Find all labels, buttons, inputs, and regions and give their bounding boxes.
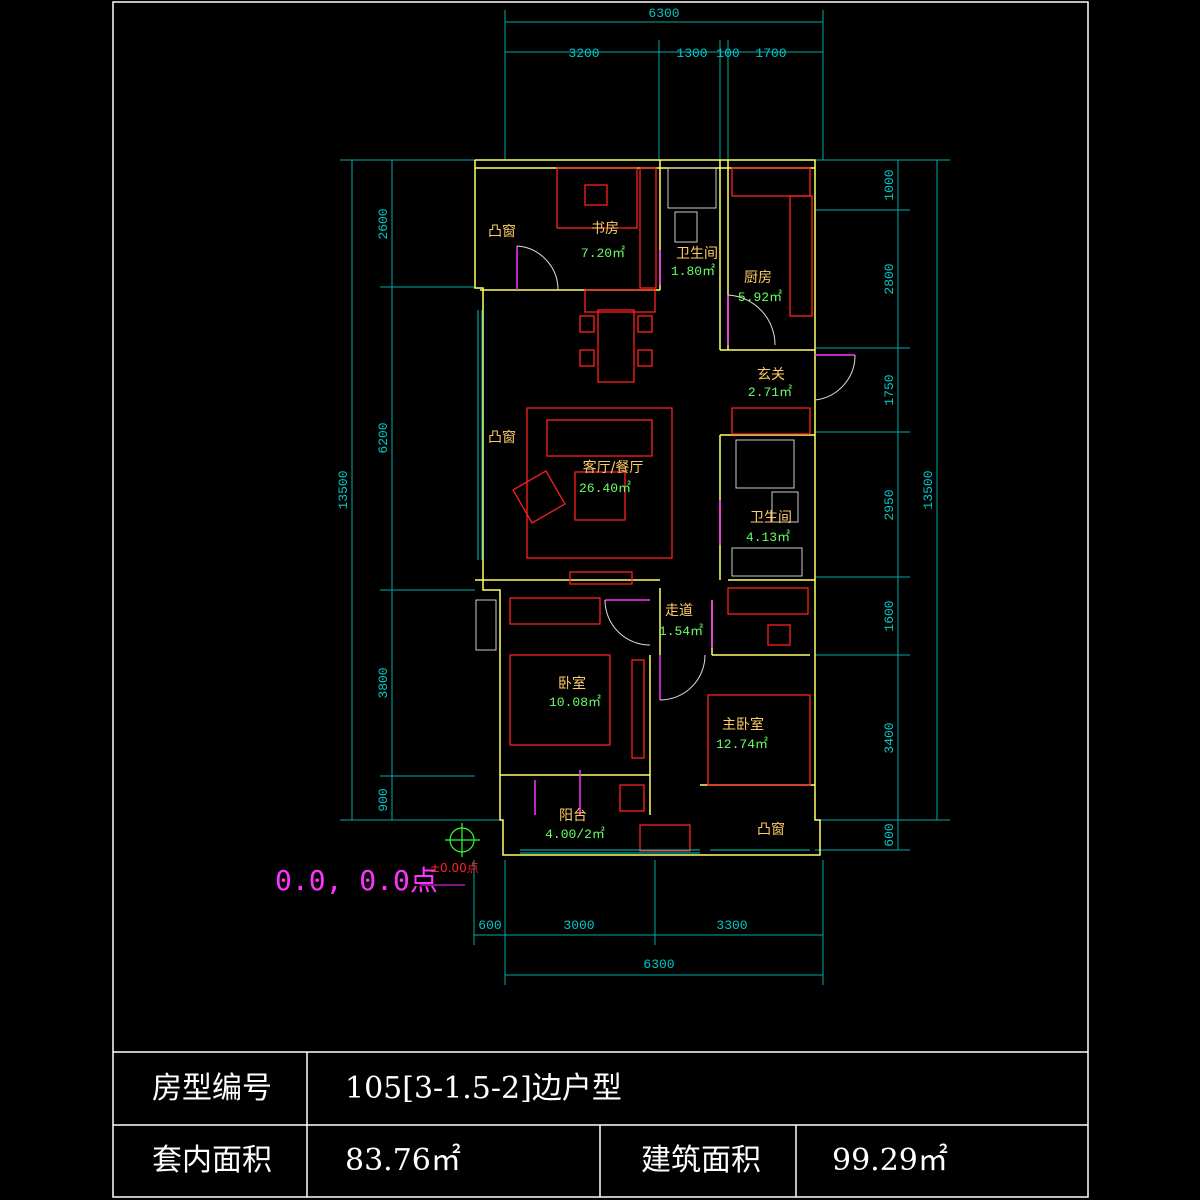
- master-bay-window-label: 凸窗: [757, 821, 785, 838]
- dim-left-seg-1: 2600: [376, 208, 391, 239]
- wc-small-name: 卫生间: [676, 246, 718, 262]
- master-bedroom-area: 12.74㎡: [716, 737, 768, 752]
- study-bay-window-label: 凸窗: [488, 223, 516, 240]
- wc-small-area: 1.80㎡: [671, 264, 715, 279]
- building-area-label: 建筑面积: [641, 1143, 761, 1178]
- dim-left-seg-4: 900: [376, 788, 391, 811]
- study-name: 书房: [591, 221, 619, 237]
- dim-top-seg-4: 1700: [755, 46, 786, 61]
- dim-right-seg-4: 2950: [882, 489, 897, 520]
- inner-area-label: 套内面积: [152, 1143, 272, 1178]
- dim-bottom-total: 6300: [643, 957, 674, 972]
- balcony-name: 阳台: [559, 808, 587, 824]
- dim-right-seg-3: 1750: [882, 374, 897, 405]
- dim-right-total: 13500: [921, 470, 936, 509]
- foyer-name: 玄关: [757, 366, 785, 383]
- origin-marker: [445, 823, 480, 857]
- dim-right-seg-7: 600: [882, 823, 897, 846]
- corridor-area: 1.54㎡: [659, 624, 703, 639]
- corridor-name: 走道: [665, 603, 693, 619]
- building-area-value: 99.29㎡: [832, 1143, 948, 1178]
- living-area: 26.40㎡: [579, 481, 631, 496]
- doors: [516, 245, 856, 815]
- dim-bottom-seg-3: 3300: [716, 918, 747, 933]
- furniture: [509, 167, 813, 852]
- room-type-label: 房型编号: [152, 1071, 272, 1106]
- dim-left-seg-2: 6200: [376, 422, 391, 453]
- info-table-lines: [113, 1051, 1088, 1197]
- kitchen-name: 厨房: [744, 270, 772, 286]
- inner-area-value: 83.76㎡: [345, 1143, 461, 1178]
- windows: [477, 310, 810, 854]
- living-bay-window-label: 凸窗: [488, 429, 516, 446]
- dim-left-seg-3: 3800: [376, 667, 391, 698]
- dim-right-seg-5: 1600: [882, 600, 897, 631]
- bedroom-name: 卧室: [558, 675, 586, 692]
- kitchen-area: 5.92㎡: [738, 290, 782, 305]
- dim-top-seg-3: 100: [716, 46, 739, 61]
- dim-top-total: 6300: [648, 6, 679, 21]
- wc-large-name: 卫生间: [750, 510, 792, 526]
- dim-right-seg-6: 3400: [882, 722, 897, 753]
- bedroom-area: 10.08㎡: [549, 695, 601, 710]
- dimension-lines: [340, 10, 950, 985]
- dim-right-seg-2: 2800: [882, 263, 897, 294]
- master-bedroom-name: 主卧室: [722, 716, 764, 733]
- dim-left-total: 13500: [336, 470, 351, 509]
- bath-fixtures: [475, 167, 803, 651]
- dim-top-seg-1: 3200: [568, 46, 599, 61]
- foyer-area: 2.71㎡: [748, 385, 792, 400]
- room-type-value: 105[3-1.5-2]边户型: [345, 1071, 622, 1106]
- origin-small-label: ±0.00点: [430, 861, 479, 875]
- dim-bottom-seg-1: 600: [478, 918, 501, 933]
- dim-top-seg-2: 1300: [676, 46, 707, 61]
- wc-large-area: 4.13㎡: [746, 530, 790, 545]
- study-area: 7.20㎡: [581, 246, 625, 261]
- living-name: 客厅/餐厅: [583, 459, 644, 476]
- dim-bottom-seg-2: 3000: [563, 918, 594, 933]
- balcony-area: 4.00/2㎡: [545, 827, 605, 842]
- dim-right-seg-1: 1000: [882, 169, 897, 200]
- origin-label: 0.0, 0.0点: [275, 864, 438, 897]
